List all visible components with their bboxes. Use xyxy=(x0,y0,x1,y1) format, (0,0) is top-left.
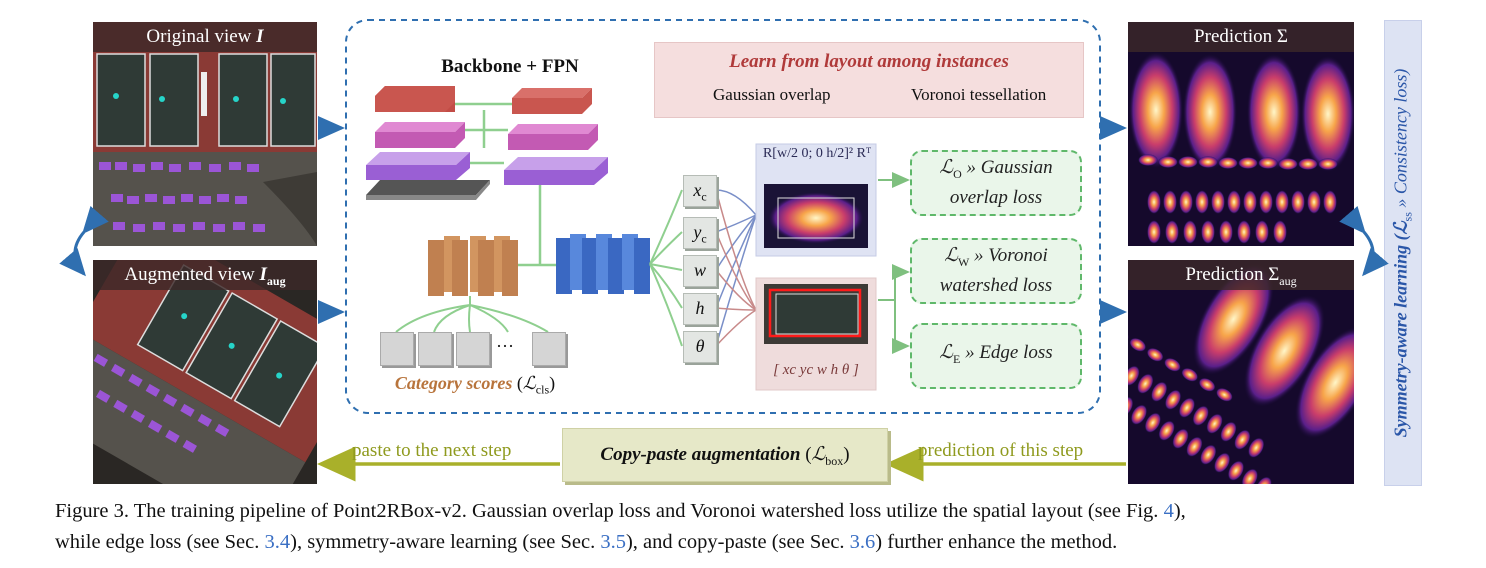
cls-head xyxy=(428,236,518,296)
prediction-title: Prediction Σ xyxy=(1128,22,1354,52)
layout-box-title: Learn from layout among instances xyxy=(729,51,1009,72)
matrix-formula: R[w/2 0; 0 h/2]² Rᵀ xyxy=(762,146,872,161)
prediction-aug-heatmap xyxy=(1128,260,1354,484)
ref-sec-3-5[interactable]: 3.5 xyxy=(600,531,626,553)
param-h: h xyxy=(683,293,717,325)
left-swap-arrow xyxy=(59,205,109,277)
voronoi-watershed-loss-box: ℒW » Voronoi watershed loss xyxy=(910,238,1082,304)
fpn-layers xyxy=(366,86,608,200)
augmented-view-panel: Augmented view Iaug xyxy=(93,260,317,484)
param-xc: xc xyxy=(683,175,717,207)
edge-loss-box: ℒE » Edge loss xyxy=(910,323,1082,389)
category-scores-label: Category scores (ℒcls) xyxy=(394,373,556,397)
augmented-view-title: Augmented view Iaug xyxy=(93,260,317,290)
voronoi-tessellation-label: Voronoi tessellation xyxy=(911,85,1047,104)
ref-sec-3-6[interactable]: 3.6 xyxy=(849,531,876,553)
ref-fig-4[interactable]: 4 xyxy=(1163,500,1174,522)
network-dashed-box xyxy=(345,19,1101,414)
right-swap-arrow xyxy=(1339,205,1389,277)
score-square-2 xyxy=(418,332,452,366)
param-w: w xyxy=(683,255,717,287)
prediction-heatmap xyxy=(1128,22,1354,246)
prediction-aug-panel: Prediction Σaug xyxy=(1128,260,1354,484)
copy-paste-box: Copy-paste augmentation (ℒbox) xyxy=(562,428,888,482)
score-square-4 xyxy=(532,332,566,366)
vector-formula: [ xc yc w h θ ] xyxy=(773,362,859,378)
prediction-aug-title: Prediction Σaug xyxy=(1128,260,1354,290)
param-yc: yc xyxy=(683,217,717,249)
original-view-title: Original view I xyxy=(93,22,317,52)
score-ellipsis: ··· xyxy=(496,336,514,356)
param-theta: θ xyxy=(683,331,717,363)
score-square-1 xyxy=(380,332,414,366)
ref-sec-3-4[interactable]: 3.4 xyxy=(264,531,291,553)
original-view-image xyxy=(93,22,317,246)
gaussian-overlap-label: Gaussian overlap xyxy=(713,85,831,104)
prediction-panel: Prediction Σ xyxy=(1128,22,1354,246)
score-square-3 xyxy=(456,332,490,366)
paste-next-step-label: paste to the next step xyxy=(352,440,512,461)
layout-box: Learn from layout among instances Gaussi… xyxy=(654,42,1084,118)
backbone-label: Backbone + FPN xyxy=(441,56,579,77)
gaussian-overlap-loss-box: ℒO » Gaussian overlap loss xyxy=(910,150,1082,216)
original-view-panel: Original view I xyxy=(93,22,317,246)
prediction-this-step-label: prediction of this step xyxy=(918,440,1084,461)
figure-caption: Figure 3. The training pipeline of Point… xyxy=(55,500,1186,553)
reg-head xyxy=(556,234,650,294)
